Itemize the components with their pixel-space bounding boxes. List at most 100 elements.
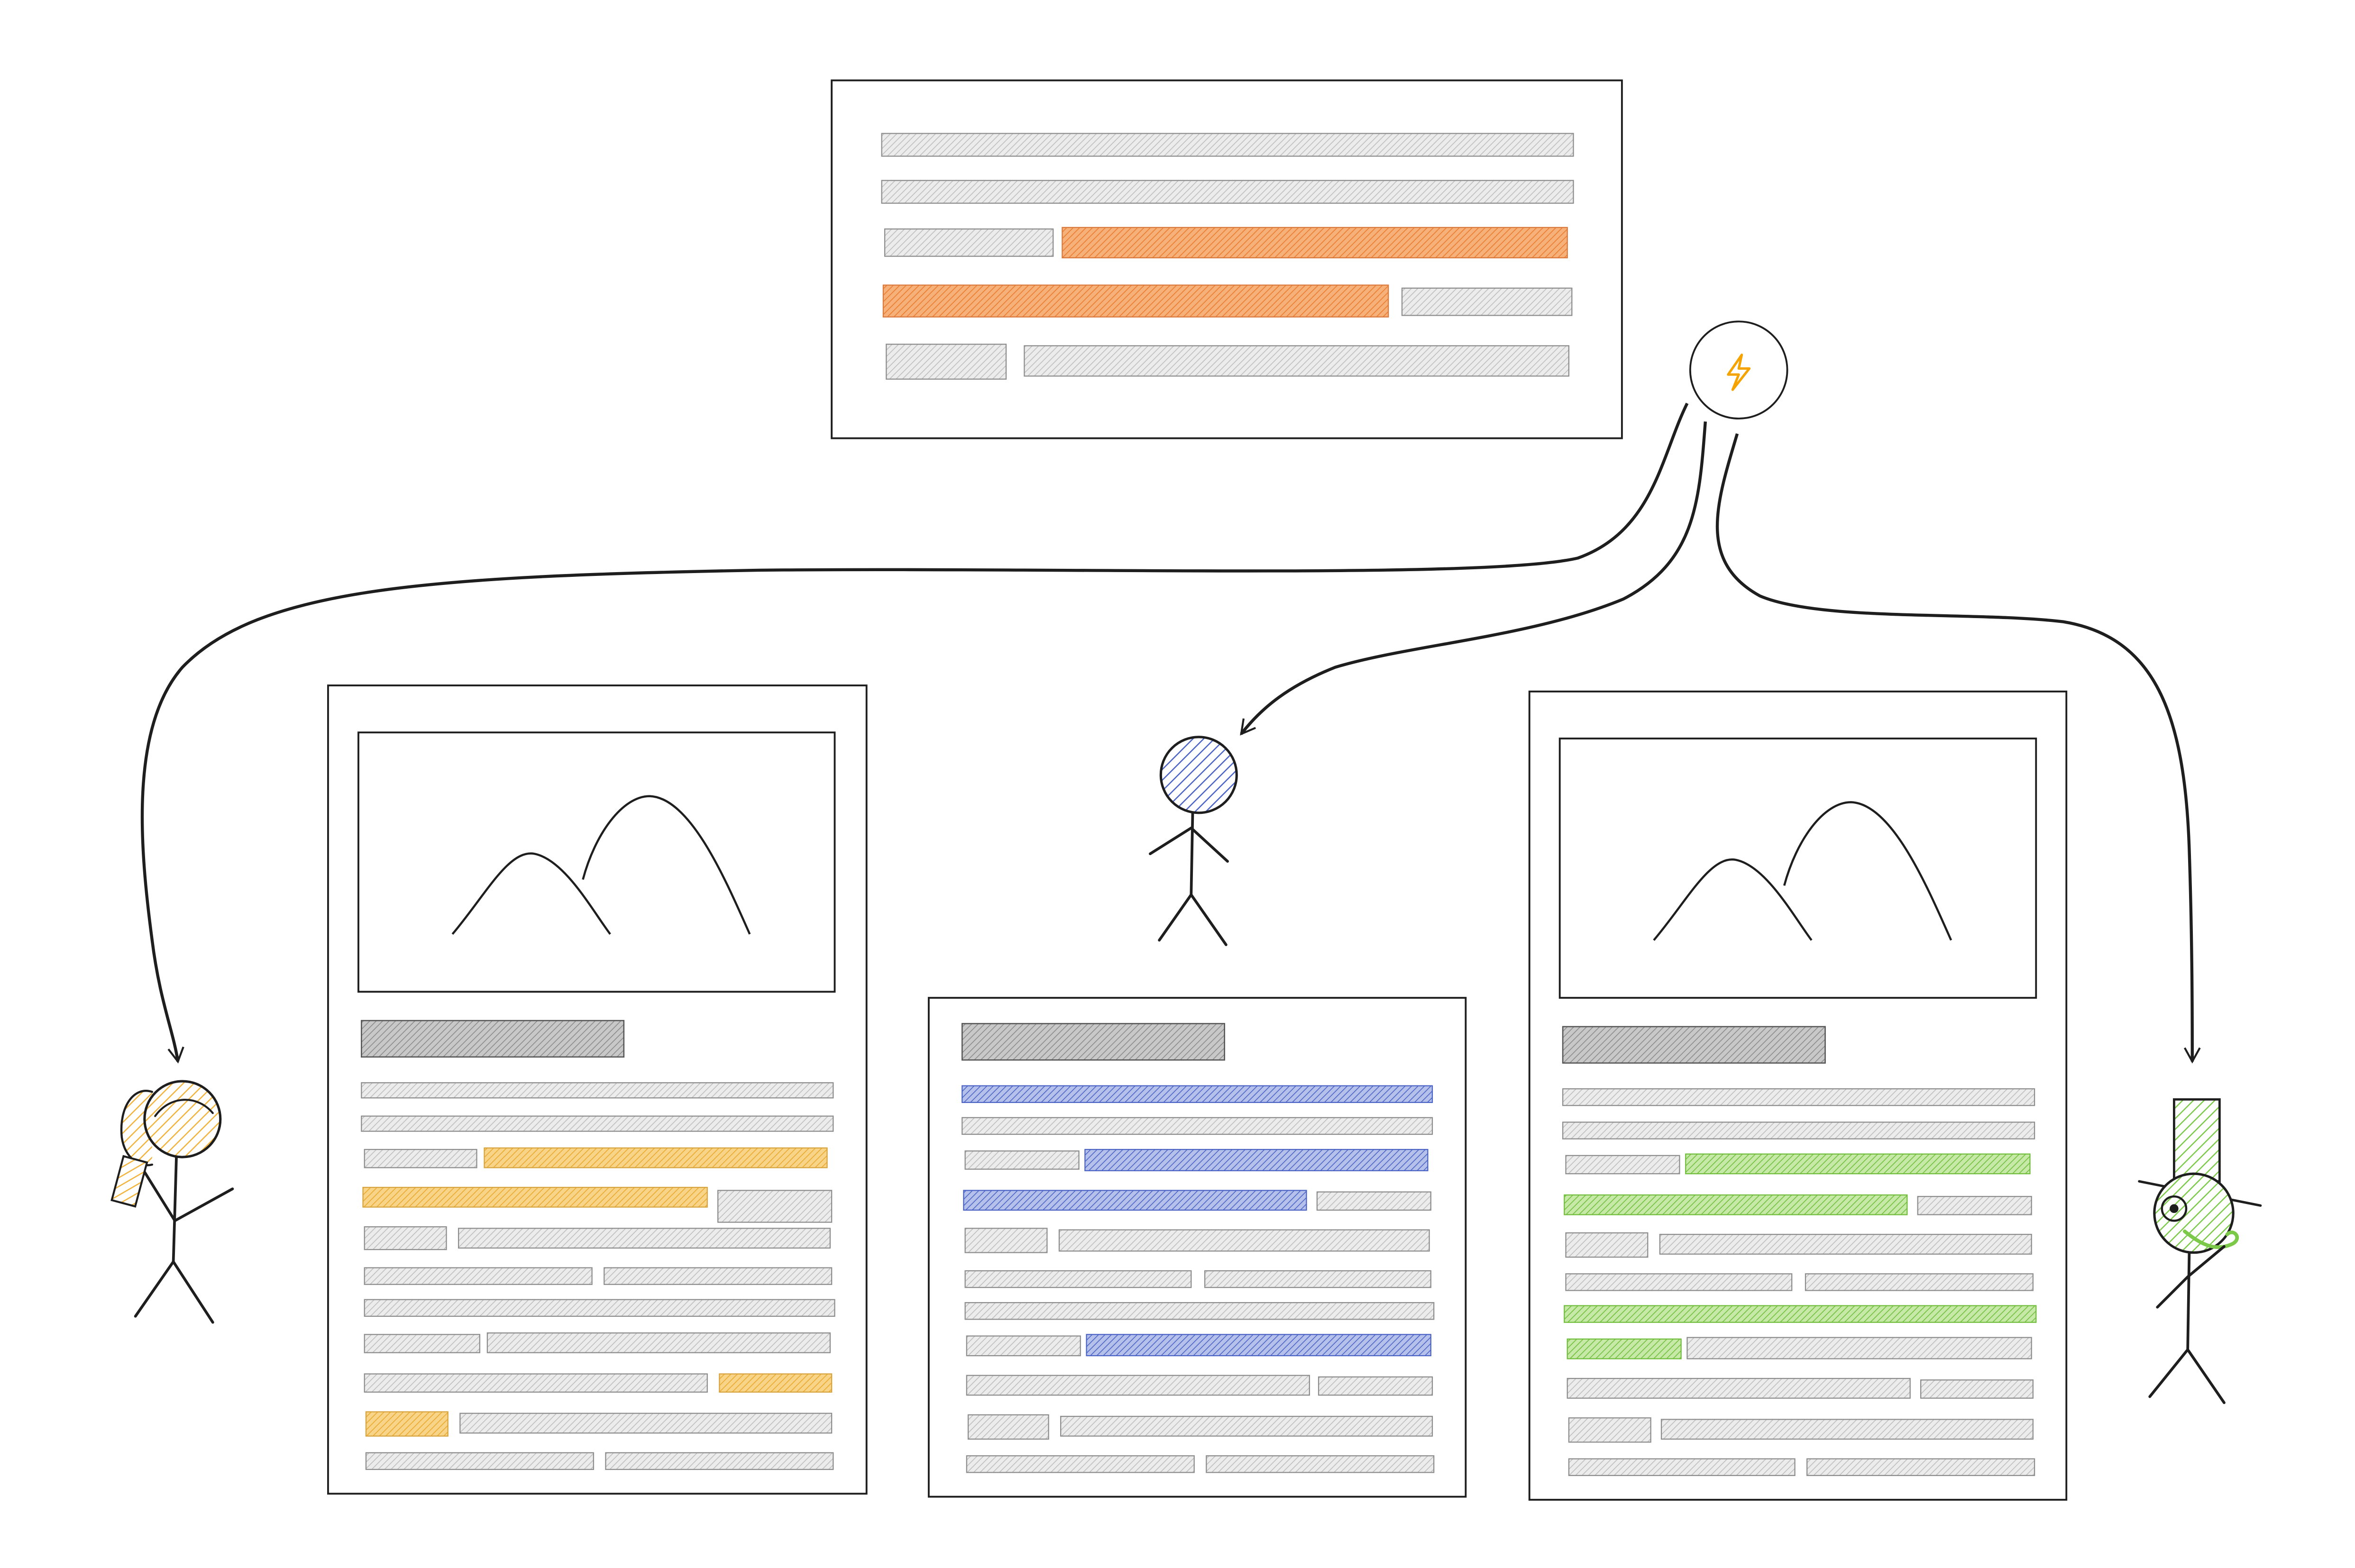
connector-to-persona-blue xyxy=(1240,421,1707,736)
persona-yellow-leg-right xyxy=(172,1260,214,1324)
persona-green-leg-right xyxy=(2186,1348,2226,1404)
text-line xyxy=(604,1267,833,1285)
connector-to-persona-yellow xyxy=(140,402,1689,1064)
text-line xyxy=(364,1373,708,1393)
text-line xyxy=(964,1302,1435,1320)
text-line xyxy=(1917,1196,2032,1215)
monocle-icon xyxy=(2161,1195,2188,1222)
hub-node xyxy=(1689,320,1788,419)
mustache-icon xyxy=(2182,1229,2239,1249)
highlight-line xyxy=(1564,1194,1908,1215)
lightning-bolt-icon xyxy=(1727,354,1751,391)
highlight-line xyxy=(719,1373,833,1393)
image-placeholder-frame xyxy=(357,731,836,993)
text-line xyxy=(964,1270,1192,1288)
text-line xyxy=(1562,1088,2035,1106)
text-line xyxy=(1206,1455,1435,1473)
text-line xyxy=(364,1267,593,1285)
persona-green-body xyxy=(2186,1251,2191,1351)
text-line xyxy=(1565,1232,1649,1258)
document-heading xyxy=(961,1023,1225,1061)
persona-green-arm-left xyxy=(2156,1275,2190,1309)
source-line xyxy=(881,180,1574,204)
source-highlight-line xyxy=(882,284,1389,318)
text-line xyxy=(605,1452,834,1470)
mountain-icon xyxy=(1653,801,1952,941)
text-line xyxy=(364,1334,480,1353)
connectors xyxy=(140,402,2201,1064)
hub-circle xyxy=(1689,320,1788,419)
document-heading xyxy=(1562,1026,1826,1064)
man-with-top-hat-icon xyxy=(2138,1098,2262,1404)
connector-to-persona-green xyxy=(1715,433,2201,1064)
source-highlight-line xyxy=(1062,227,1568,258)
document-blue-lines xyxy=(962,1085,1435,1473)
highlight-line xyxy=(362,1186,708,1208)
document-green-lines xyxy=(1562,1088,2037,1476)
persona-green-head xyxy=(2153,1172,2235,1254)
text-line xyxy=(962,1117,1433,1135)
text-line xyxy=(1568,1417,1651,1443)
text-line xyxy=(1660,1419,2034,1440)
text-line xyxy=(1920,1379,2034,1399)
persona-yellow-leg-left xyxy=(134,1260,175,1318)
text-line xyxy=(365,1452,594,1470)
text-line xyxy=(1318,1376,1433,1396)
text-line xyxy=(486,1332,831,1353)
text-line xyxy=(1565,1155,1680,1175)
highlight-line xyxy=(1564,1305,2037,1323)
persona-yellow-arm-left xyxy=(138,1163,176,1222)
text-line xyxy=(964,1150,1080,1170)
persona-green-arm-right xyxy=(2186,1245,2226,1278)
document-blue xyxy=(927,997,1467,1498)
phone-icon xyxy=(110,1155,148,1208)
text-line xyxy=(361,1082,834,1099)
text-line xyxy=(1659,1234,2032,1255)
document-yellow-lines xyxy=(361,1082,835,1470)
text-line xyxy=(717,1190,833,1223)
document-green-image xyxy=(1558,738,2037,999)
persona-blue-leg-left xyxy=(1158,893,1193,942)
text-line xyxy=(1568,1458,1796,1476)
persona-yellow-body xyxy=(172,1156,178,1263)
text-line xyxy=(966,1335,1081,1357)
text-line xyxy=(459,1413,833,1434)
text-line xyxy=(1316,1191,1431,1211)
highlight-line xyxy=(962,1085,1433,1103)
persona-yellow-hair-curl xyxy=(154,1099,214,1117)
text-line xyxy=(967,1414,1049,1440)
highlight-line xyxy=(1084,1149,1429,1171)
text-line xyxy=(1562,1121,2035,1140)
image-placeholder-frame xyxy=(1558,738,2037,999)
text-line xyxy=(1806,1458,2035,1476)
source-line xyxy=(884,228,1054,257)
text-line xyxy=(1060,1415,1433,1437)
mountain-icon xyxy=(451,795,751,935)
highlight-line xyxy=(484,1147,828,1168)
text-line xyxy=(1567,1377,1911,1399)
persona-blue-body xyxy=(1190,811,1194,896)
source-line xyxy=(886,344,1007,380)
source-document xyxy=(831,79,1623,439)
text-line xyxy=(966,1455,1195,1473)
document-heading xyxy=(361,1020,625,1058)
persona-blue-arm-right xyxy=(1190,826,1229,863)
text-line xyxy=(966,1375,1310,1396)
highlight-line xyxy=(1086,1334,1431,1357)
source-document-lines xyxy=(881,133,1574,380)
top-hat-icon xyxy=(2172,1098,2221,1183)
text-line xyxy=(1204,1270,1431,1288)
document-yellow xyxy=(327,684,868,1495)
highlight-line xyxy=(1685,1153,2031,1175)
text-line xyxy=(1686,1337,2032,1359)
persona-yellow-head xyxy=(143,1080,222,1158)
highlight-line xyxy=(1567,1338,1682,1359)
source-line xyxy=(881,133,1574,157)
persona-blue-head xyxy=(1159,736,1238,814)
persona-yellow-arm-right xyxy=(173,1187,234,1222)
text-line xyxy=(1805,1273,2034,1291)
persona-blue-leg-right xyxy=(1190,893,1228,946)
text-line xyxy=(364,1299,835,1317)
text-line xyxy=(964,1228,1048,1253)
